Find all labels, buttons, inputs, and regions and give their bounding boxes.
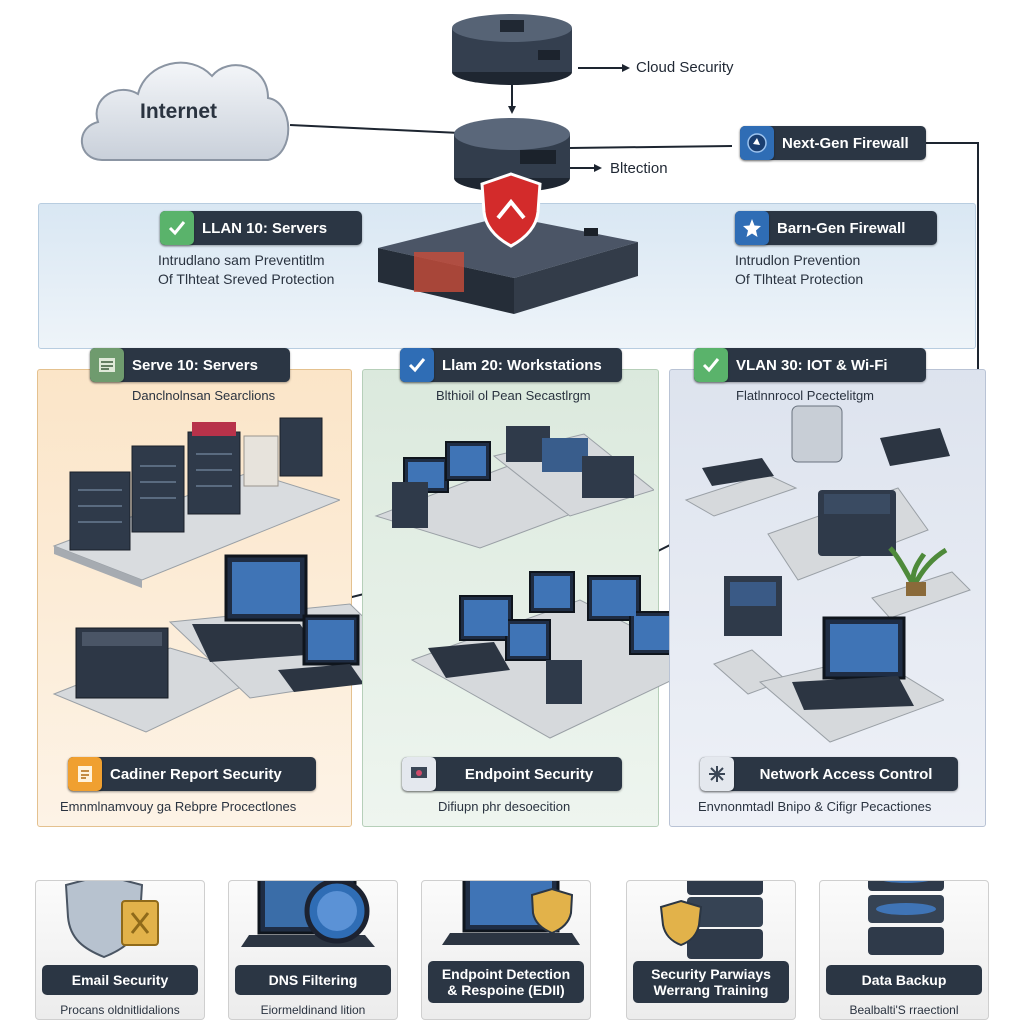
shield-icon (64, 881, 159, 959)
card-dns-filtering: DNS Filtering Eiormeldinand lition (228, 880, 398, 1020)
iot-devices-icon (684, 405, 971, 619)
card-data-backup-label: Data Backup (826, 965, 982, 995)
card-dns-filtering-sub: Eiormeldinand lition (260, 1003, 366, 1017)
iot-bottom-sub: Envnonmtadl Bnipo & Cifigr Pecactiones (698, 799, 932, 814)
laptop-workstation-icon (52, 554, 420, 733)
firewall-shield-icon (480, 172, 542, 248)
dmz-right-sub-2: Of Tlhteat Protection (735, 271, 864, 287)
office-workstations-icon (410, 571, 706, 739)
servers-bottom-sub: Emnmlnamvouy ga Rebpre Procectlones (60, 799, 297, 814)
servers-zone-label: Serve 10: Servers (90, 348, 290, 382)
dmz-right-label: Barn-Gen Firewall (735, 211, 937, 245)
card-data-backup: Data Backup Bealbalti'S rraectionl (819, 880, 989, 1020)
internet-cloud-icon (80, 61, 290, 161)
iot-zone-sub: Flatlnnrocol Pcectelitgm (736, 388, 874, 403)
dmz-left-label: LLAN 10: Servers (160, 211, 362, 245)
card-endpoint-detection: Endpoint Detection& Respoine (EDII) (421, 880, 591, 1020)
servers-bottom-label: Cadiner Report Security (68, 757, 316, 791)
workstations-bottom-label: Endpoint Security (402, 757, 622, 791)
iot-laptop-icon (713, 576, 944, 743)
training-server-icon (659, 881, 763, 959)
card-dns-filtering-label: DNS Filtering (235, 965, 391, 995)
check-icon (400, 348, 434, 382)
card-email-security-label: Email Security (42, 965, 198, 995)
server-badge-icon (90, 348, 124, 382)
iot-bottom-label: Network Access Control (700, 757, 958, 791)
card-email-security: Email Security Procans oldnitlidalions (35, 880, 205, 1020)
workstations-zone-label: Llam 20: Workstations (400, 348, 622, 382)
report-security-icon (68, 757, 102, 791)
iot-zone-label: VLAN 30: IOT & Wi-Fi (694, 348, 926, 382)
dmz-right-sub-1: Intrudlon Prevention (735, 252, 861, 268)
firewall-badge-icon (740, 126, 774, 160)
router-callout-label: Bltection (610, 160, 668, 177)
network-access-icon (700, 757, 734, 791)
card-endpoint-detection-label: Endpoint Detection& Respoine (EDII) (428, 961, 584, 1003)
dns-filter-icon (241, 881, 375, 947)
core-router-icon (454, 118, 570, 192)
dmz-left-sub-1: Intrudlano sam Preventitlm (158, 252, 325, 268)
cloud-security-label: Cloud Security (636, 59, 734, 76)
desktop-cluster-icon (374, 426, 654, 549)
servers-zone-sub: Danclnolnsan Searclions (132, 388, 276, 403)
server-rack-group-icon (52, 417, 340, 588)
next-gen-firewall-top-label: Next-Gen Firewall (740, 126, 926, 160)
card-email-security-sub: Procans oldnitlidalions (60, 1003, 180, 1017)
workstations-zone-sub: Blthioil ol Pean Secastlrgm (436, 388, 591, 403)
endpoint-security-icon (402, 757, 436, 791)
check-icon (160, 211, 194, 245)
check-icon (694, 348, 728, 382)
card-data-backup-sub: Bealbalti'S rraectionl (849, 1003, 959, 1017)
edr-laptop-icon (442, 881, 580, 945)
internet-label: Internet (140, 100, 218, 123)
dmz-left-sub-2: Of Tlhteat Sreved Protection (158, 271, 335, 287)
cloud-security-server-icon (452, 14, 572, 85)
star-icon (735, 211, 769, 245)
firewall-appliance-icon (378, 216, 638, 314)
workstations-bottom-sub: Difiupn phr desoecition (438, 799, 571, 814)
backup-stack-icon (868, 881, 944, 955)
